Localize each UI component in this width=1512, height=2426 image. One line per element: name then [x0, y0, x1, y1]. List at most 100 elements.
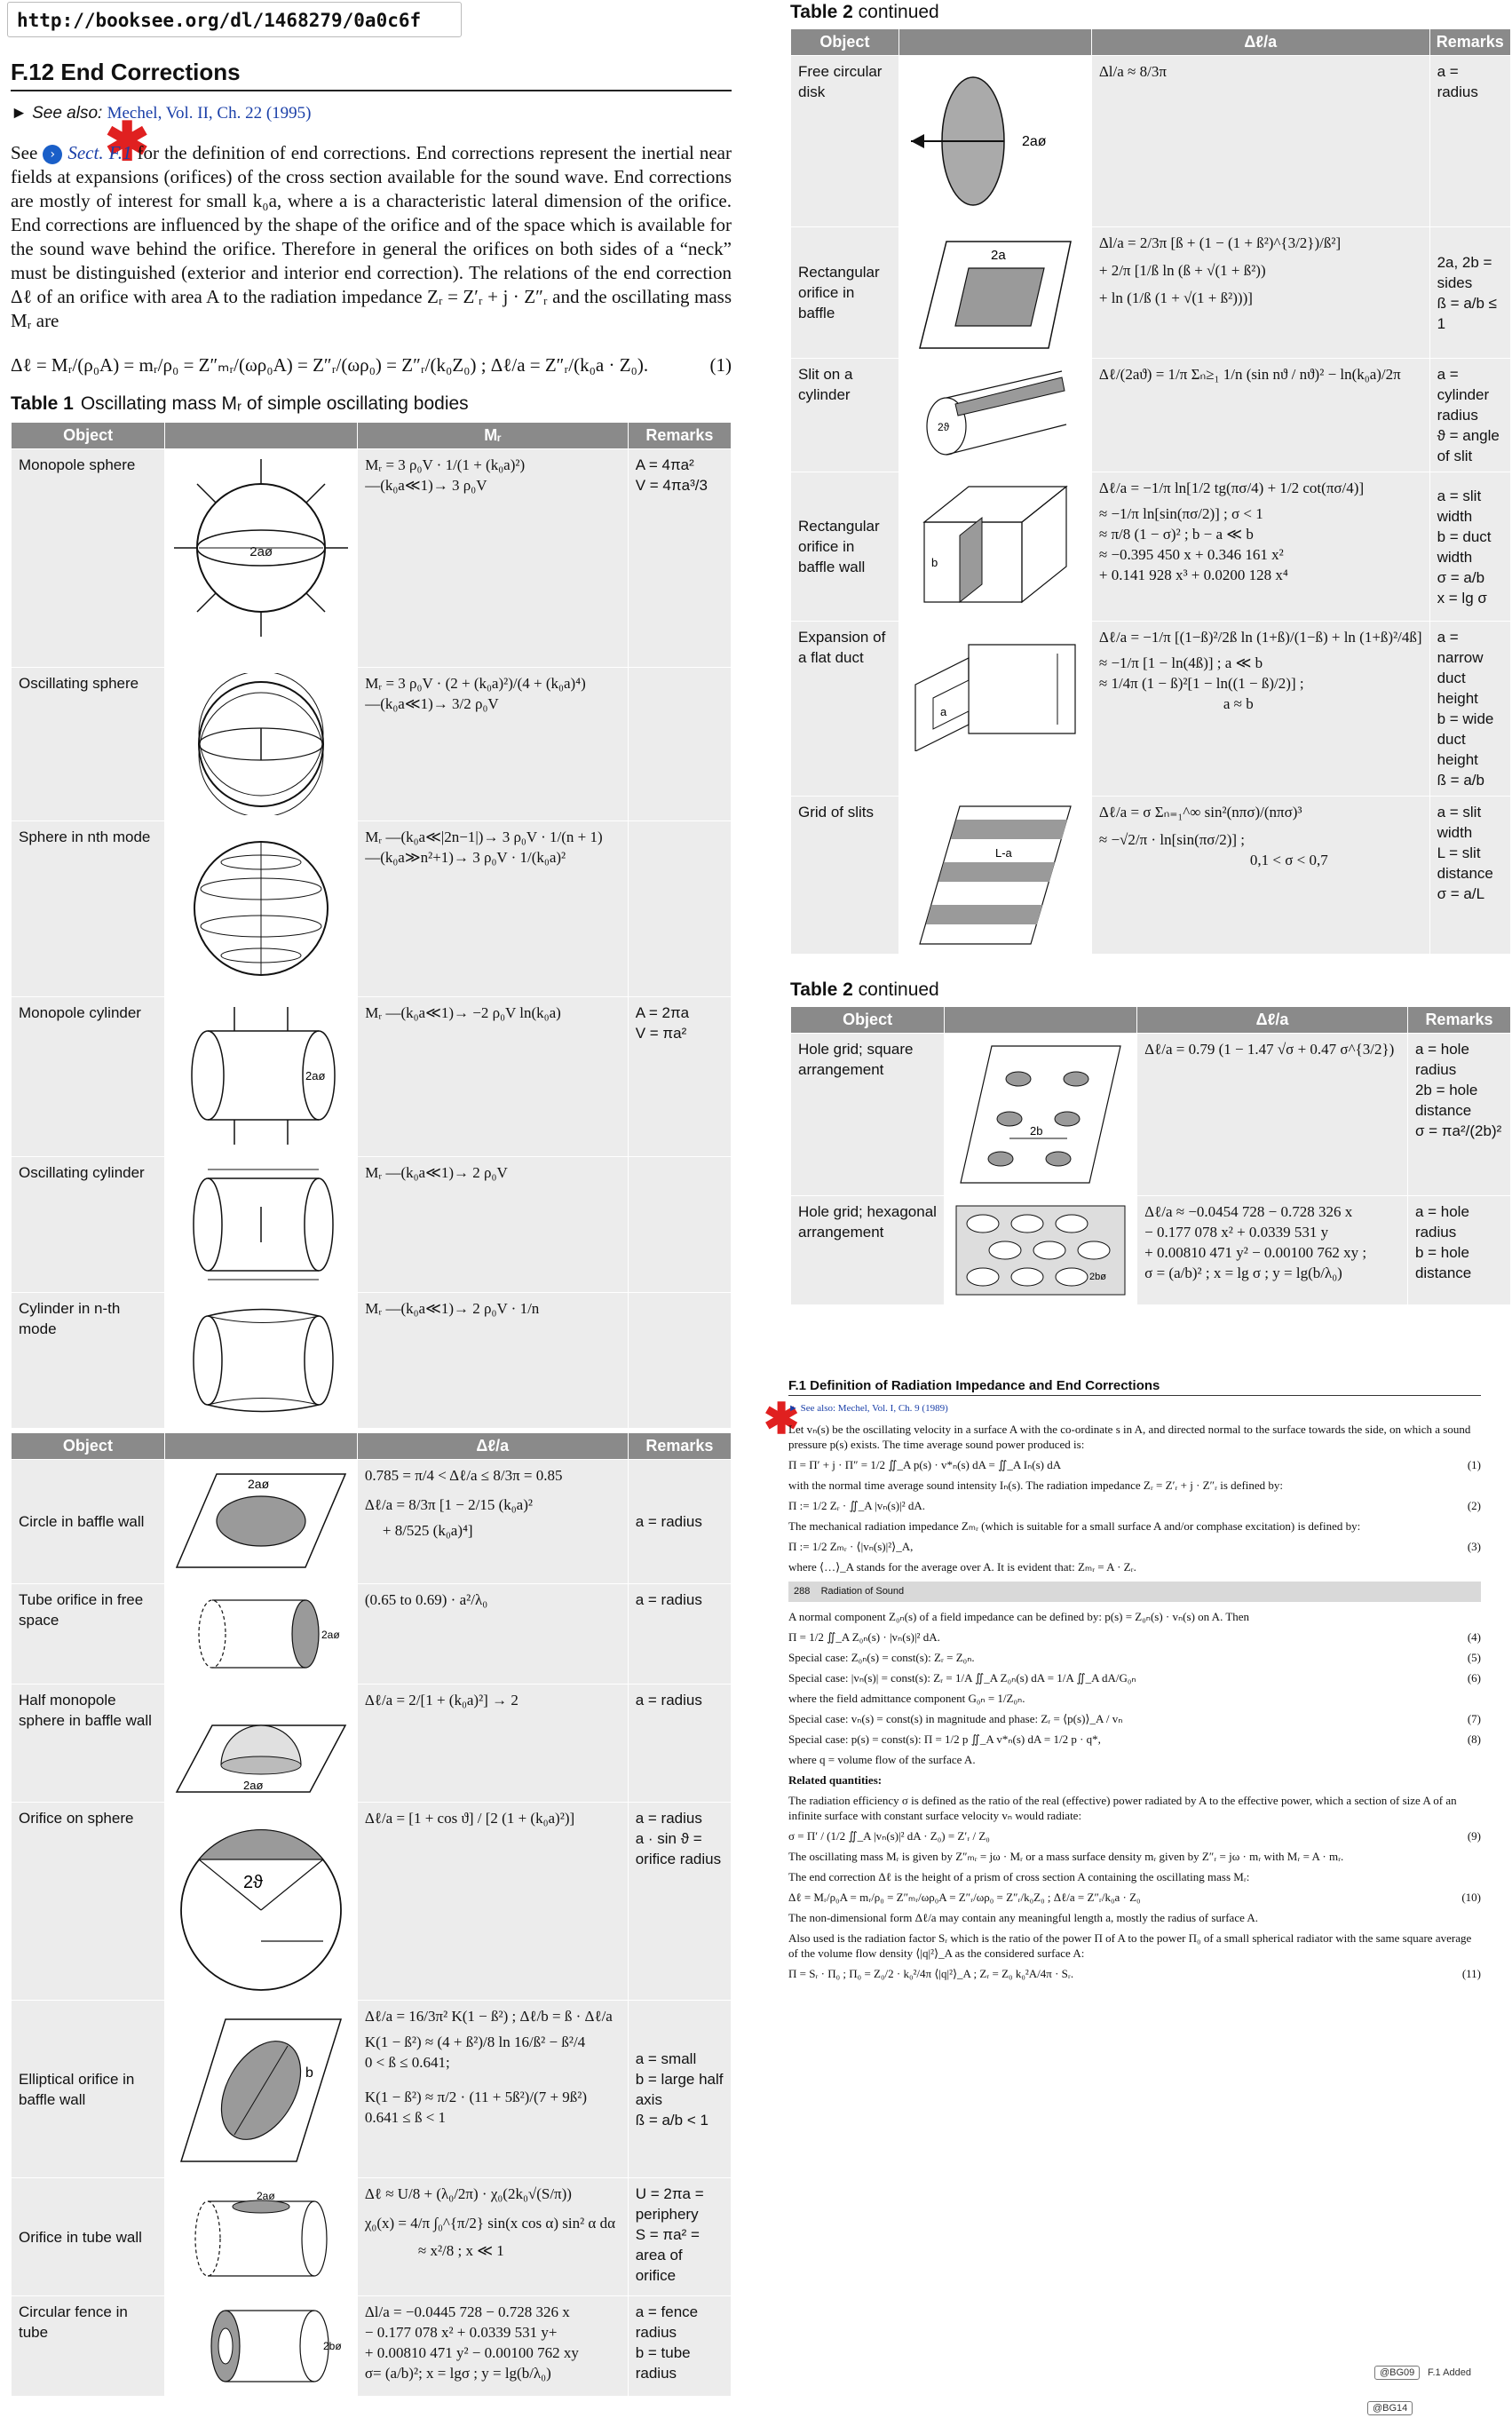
eq-num: (5): [1467, 1651, 1481, 1664]
table-row: Sphere in nth mode Mᵣ —(k₀a≪|2n−1|)→ 3 ρ…: [10, 821, 732, 997]
eq-num: (1): [1467, 1458, 1481, 1471]
object-cell: Elliptical orifice in baffle wall: [11, 2000, 165, 2178]
figure-label: b: [931, 556, 938, 569]
formula-line: (0.65 to 0.69) · a²/λ₀: [364, 1591, 488, 1608]
eq-text: Special case: vₙ(s) = const(s) in magnit…: [788, 1712, 1123, 1725]
see-also-prefix: ► See also:: [11, 104, 107, 123]
table-row: Free circular disk 2aø Δl/a ≈ 8/3π a = r…: [790, 55, 1512, 227]
object-cell: Rectangular orifice in baffle wall: [790, 472, 899, 622]
header-remarks: Remarks: [627, 422, 732, 449]
remarks-cell: a = radius: [627, 1684, 732, 1803]
red-star-marker: ✱: [105, 112, 150, 171]
sect-link[interactable]: Sect. F.1: [67, 142, 132, 163]
embedded-equation: Special case: p(s) = const(s): Π = 1/2 p…: [788, 1732, 1481, 1747]
formula-line: Mᵣ = 3 ρ₀V · 1/(1 + (k₀a)²): [365, 456, 526, 473]
table2b-caption-text: continued: [858, 2, 939, 22]
table-row: Expansion of a flat duct a Δℓ/a = −1/π […: [790, 621, 1512, 797]
remarks-cell: a = slit width b = duct width σ = a/b x …: [1429, 472, 1512, 622]
para-see: See: [11, 142, 44, 163]
monopole-cylinder-figure: 2aø: [164, 996, 359, 1157]
formula-line: Δl/a = −0.0445 728 − 0.728 326 x: [364, 2303, 570, 2320]
formula-line: K(1 − ß²) ≈ (4 + ß²)/8 ln 16/ß² − ß²/4: [364, 2034, 586, 2050]
equation-1: Δℓ = Mᵣ/(ρ₀A) = mᵣ/ρ₀ = Z″ₘᵣ/(ωρ₀A) = Z″…: [11, 347, 732, 383]
table-row: Tube orifice in free space 2aø (0.65 to …: [11, 1583, 732, 1685]
table1-label: Table 1: [11, 393, 74, 414]
rect-orifice-baffle-figure: 2a: [898, 226, 1092, 359]
remarks-cell: [627, 821, 732, 997]
header-dl-over-a: Δℓ/a: [1136, 1006, 1408, 1034]
remarks-cell: a = hole radius b = hole distance: [1406, 1195, 1512, 1305]
annotation-note-added[interactable]: F.1 Added: [1428, 2367, 1471, 2378]
formula-line: ≈ −1/π ln[sin(πσ/2)] ; σ < 1: [1098, 505, 1263, 522]
embedded-paragraph: The mechanical radiation impedance Zₘᵣ (…: [788, 1519, 1361, 1533]
formula-cell: Δℓ/a ≈ −0.0454 728 − 0.728 326 x − 0.177…: [1136, 1195, 1408, 1305]
formula-line: + 0.141 928 x³ + 0.0200 128 x⁴: [1098, 567, 1288, 583]
object-cell: Hole grid; hexagonal arrangement: [789, 1195, 946, 1305]
embedded-subheading: Related quantities:: [788, 1773, 883, 1787]
remarks-cell: a = narrow duct height b = wide duct hei…: [1429, 621, 1512, 797]
object-cell: Slit on a cylinder: [790, 358, 899, 472]
formula-cell: Mᵣ —(k₀a≪1)→ 2 ρ₀V · 1/n: [357, 1292, 629, 1429]
formula-line: Mᵣ = 3 ρ₀V · (2 + (k₀a)²)/(4 + (k₀a)⁴): [365, 675, 586, 692]
figure-label: 2aø: [321, 1629, 340, 1641]
remarks-cell: a = radius: [627, 1583, 732, 1685]
embedded-paragraph: where ⟨…⟩_A stands for the average over …: [788, 1560, 1136, 1574]
circle-baffle-figure: 2aø: [163, 1459, 358, 1584]
formula-line: a ≈ b: [1223, 695, 1254, 712]
page-number: 288: [794, 1586, 811, 1597]
object-cell: Oscillating sphere: [10, 667, 166, 821]
remarks-cell: a = hole radius 2b = hole distance σ = π…: [1406, 1033, 1512, 1196]
embedded-equation: Special case: Z₀ₙ(s) = const(s): Zᵣ = Z₀…: [788, 1650, 1481, 1665]
formula-line: + ln (1/ß (1 + √(1 + ß²)))]: [1098, 289, 1253, 306]
formula-line: Δℓ/(2aϑ) = 1/π Σₙ≥₁ 1/n (sin nϑ / nϑ)² −…: [1098, 366, 1401, 383]
formula-line: Δℓ/a = −1/π [(1−ß)²/2ß ln (1+ß)/(1−ß) + …: [1098, 629, 1422, 646]
object-cell: Monopole cylinder: [10, 996, 166, 1157]
table-row: Orifice on sphere 2ϑ Δℓ/a = [1 + cos ϑ] …: [11, 1802, 732, 2001]
formula-line: Mᵣ —(k₀a≪1)→ 2 ρ₀V: [365, 1164, 508, 1181]
figure-label: 2b: [1030, 1124, 1042, 1138]
url-bar[interactable]: http://booksee.org/dl/1468279/0a0c6f: [7, 2, 462, 37]
header-figure: [163, 1432, 358, 1460]
table2-part-a: Object Δℓ/a Remarks Circle in baffle wal…: [11, 1432, 732, 2397]
header-mr: Mᵣ: [357, 422, 629, 449]
formula-line: χ₀(x) = 4/π ∫₀^{π/2} sin(x cos α) sin² α…: [364, 2215, 615, 2232]
remarks-cell: [627, 667, 732, 821]
annotation-note-bg09[interactable]: @BG09: [1374, 2366, 1421, 2380]
embedded-equation: Special case: |vₙ(s)| = const(s): Zᵣ = 1…: [788, 1670, 1481, 1685]
embedded-equation: σ = Π′ / (1/2 ∬_A |vₙ(s)|² dA · Z₀) = Z′…: [788, 1828, 1481, 1843]
object-cell: Grid of slits: [790, 796, 899, 955]
see-also-link[interactable]: Mechel, Vol. II, Ch. 22 (1995): [107, 104, 312, 123]
embedded-see-also[interactable]: ► See also: Mechel, Vol. I, Ch. 9 (1989): [788, 1403, 948, 1414]
header-figure: [164, 422, 359, 449]
eq-text: Π = 1/2 ∬_A Z₀ₙ(s) · |vₙ(s)|² dA.: [788, 1630, 940, 1644]
flat-duct-figure: a: [898, 621, 1092, 797]
table2c-caption: Table 2 continued: [790, 979, 1511, 1001]
formula-line: + 2/π [1/ß ln (ß + √(1 + ß²)): [1098, 262, 1266, 279]
eq-num: (7): [1467, 1712, 1481, 1725]
remarks-cell: a = radius: [1429, 55, 1512, 227]
formula-line: K(1 − ß²) ≈ π/2 · (11 + 5ß²)/(7 + 9ß²): [364, 2089, 588, 2105]
remarks-cell: [627, 1292, 732, 1429]
arrow-link-icon[interactable]: ›: [43, 145, 63, 165]
oscillating-cylinder-figure: [164, 1156, 359, 1293]
table-row: Slit on a cylinder 2ϑ Δℓ/(2aϑ) = 1/π Σₙ≥…: [790, 358, 1512, 472]
orifice-tube-wall-figure: 2aø: [163, 2177, 358, 2296]
rect-orifice-wall-figure: b: [898, 472, 1092, 622]
grid-of-slits-figure: L-a: [898, 796, 1092, 955]
annotation-note-bg14[interactable]: @BG14: [1367, 2401, 1413, 2415]
embedded-paragraph: Let vₙ(s) be the oscillating velocity in…: [788, 1423, 1471, 1451]
table1-caption-text: Oscillating mass Mᵣ of simple oscillatin…: [80, 393, 469, 414]
embedded-paragraph: A normal component Z₀ₙ(s) of a field imp…: [788, 1610, 1250, 1623]
table1-header: Object Mᵣ Remarks: [10, 422, 732, 449]
embedded-paragraph: The non-dimensional form Δℓ/a may contai…: [788, 1911, 1259, 1924]
formula-cell: Mᵣ = 3 ρ₀V · (2 + (k₀a)²)/(4 + (k₀a)⁴) —…: [357, 667, 629, 821]
formula-line: Δℓ/a = [1 + cos ϑ] / [2 (1 + (k₀a)²)]: [364, 1810, 575, 1827]
embedded-page-header: 288 Radiation of Sound: [788, 1582, 1481, 1602]
figure-label: 2aø: [248, 1477, 270, 1491]
object-cell: Sphere in nth mode: [10, 821, 166, 997]
table-row: Half monopole sphere in baffle wall 2aø …: [11, 1684, 732, 1803]
eq-num: (9): [1467, 1829, 1481, 1843]
object-cell: Circle in baffle wall: [11, 1459, 165, 1584]
red-star-marker: ✱: [764, 1396, 800, 1443]
formula-line: 0 < ß ≤ 0.641;: [364, 2054, 450, 2071]
